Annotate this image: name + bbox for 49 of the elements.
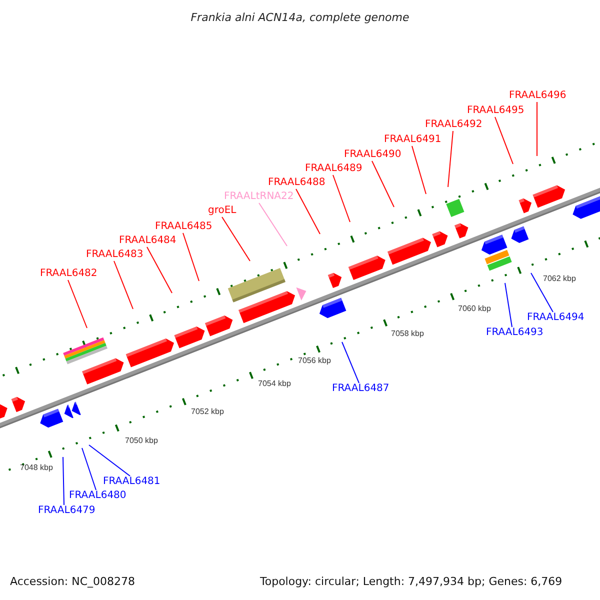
footer-text: Accession: NC_008278 — [10, 575, 136, 588]
leader-line — [222, 216, 250, 262]
gene-label: FRAAL6481 — [103, 476, 160, 488]
scale-label: 7054 kbp — [258, 379, 291, 389]
leader-line — [88, 444, 130, 476]
gene-label: FRAAL6479 — [38, 505, 96, 517]
gene-label: FRAAL6491 — [384, 134, 442, 146]
leader-line — [62, 456, 64, 506]
leader-line — [146, 246, 172, 294]
gene-label: FRAAL6482 — [40, 268, 98, 280]
leader-line — [536, 102, 538, 156]
leader-line — [82, 448, 96, 490]
gene-label: FRAAL6487 — [332, 383, 390, 395]
gene-label: FRAAL6495 — [467, 105, 524, 117]
leader-line — [412, 146, 426, 194]
scale-label: 7052 kbp — [191, 407, 224, 417]
scale-label: 7048 kbp — [20, 463, 53, 473]
gene-label: FRAAL6492 — [425, 119, 482, 131]
scale-label: 7062 kbp — [543, 274, 576, 284]
scale-label: 7060 kbp — [458, 304, 491, 314]
gene-label: FRAAL6484 — [119, 235, 176, 247]
scale-label: 7050 kbp — [125, 436, 158, 446]
scale-label: 7056 kbp — [298, 356, 331, 366]
gene-label: FRAALtRNA22 — [224, 191, 294, 203]
leader-line — [296, 188, 320, 234]
gene-label: groEL — [208, 205, 236, 217]
gene-label: FRAAL6488 — [268, 177, 326, 189]
diagram-title: Frankia alni ACN14a, complete genome — [190, 11, 410, 24]
leader-line — [258, 202, 288, 246]
leader-line — [530, 272, 554, 312]
gene-label: FRAAL6490 — [344, 149, 402, 161]
leader-line — [114, 260, 134, 310]
gene-label: FRAAL6496 — [509, 90, 566, 102]
leader-line — [332, 174, 350, 222]
gene-label: FRAAL6494 — [527, 312, 584, 324]
leader-line — [494, 116, 514, 164]
gene-label: FRAAL6493 — [486, 327, 544, 339]
footer-text: Topology: circular; Length: 7,497,934 bp; Genes: 6,769 — [260, 575, 562, 588]
gene-label: FRAAL6483 — [86, 249, 144, 261]
leader-line — [504, 282, 512, 328]
scale-label: 7058 kbp — [391, 329, 424, 339]
leader-line — [182, 232, 200, 282]
leader-line — [372, 160, 394, 208]
leader-line — [342, 342, 360, 384]
gene-label: FRAAL6485 — [155, 221, 212, 233]
gene-label: FRAAL6480 — [69, 490, 126, 502]
gene-label: FRAAL6489 — [305, 163, 362, 175]
leader-line — [68, 280, 88, 328]
leader-line — [448, 130, 454, 188]
